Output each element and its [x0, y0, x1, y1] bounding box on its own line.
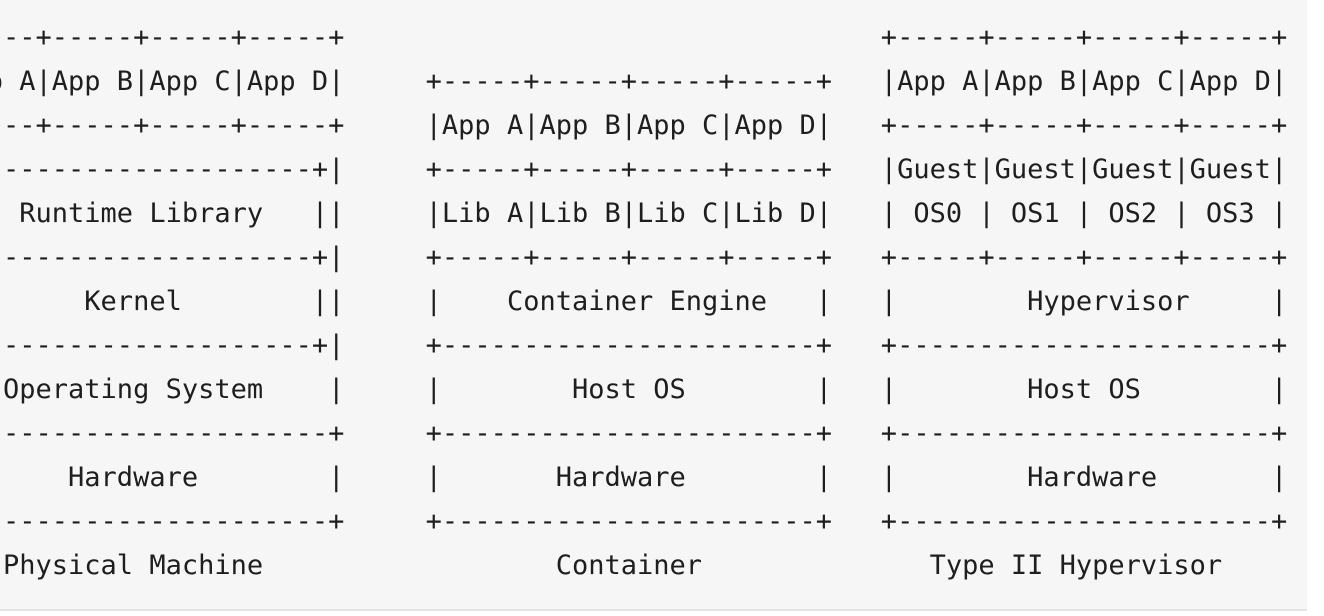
diagram-line-2: |App A|App B|App C|App D| +-----+-----+-…: [0, 66, 1288, 97]
diagram-line-8: |+---------------------+| +-------------…: [0, 330, 1288, 361]
diagram-line-4: |+---------------------+| +-----+-----+-…: [0, 154, 1288, 185]
diagram-line-11: | Hardware | | Hardware | | Hardware |: [0, 462, 1288, 493]
scrollbar-track[interactable]: [1307, 0, 1324, 616]
ascii-diagram: +-----+-----+-----+-----+ +-----+-----+-…: [0, 16, 1287, 588]
code-block: +-----+-----+-----+-----+ +-----+-----+-…: [0, 16, 1307, 611]
diagram-line-7: || Kernel || | Container Engine | | Hype…: [0, 286, 1288, 317]
diagram-line-5: || Runtime Library || |Lib A|Lib B|Lib C…: [0, 198, 1288, 229]
diagram-line-13: Physical Machine Container Type II Hyper…: [0, 550, 1223, 581]
diagram-line-9: | Operating System | | Host OS | | Host …: [0, 374, 1288, 405]
diagram-line-1: +-----+-----+-----+-----+ +-----+-----+-…: [0, 22, 1288, 53]
diagram-line-6: |+---------------------+| +-----+-----+-…: [0, 242, 1288, 273]
diagram-line-10: +-----------------------+ +-------------…: [0, 418, 1288, 449]
diagram-line-3: +-----+-----+-----+-----+ |App A|App B|A…: [0, 110, 1288, 141]
diagram-line-12: +-----------------------+ +-------------…: [0, 506, 1288, 537]
